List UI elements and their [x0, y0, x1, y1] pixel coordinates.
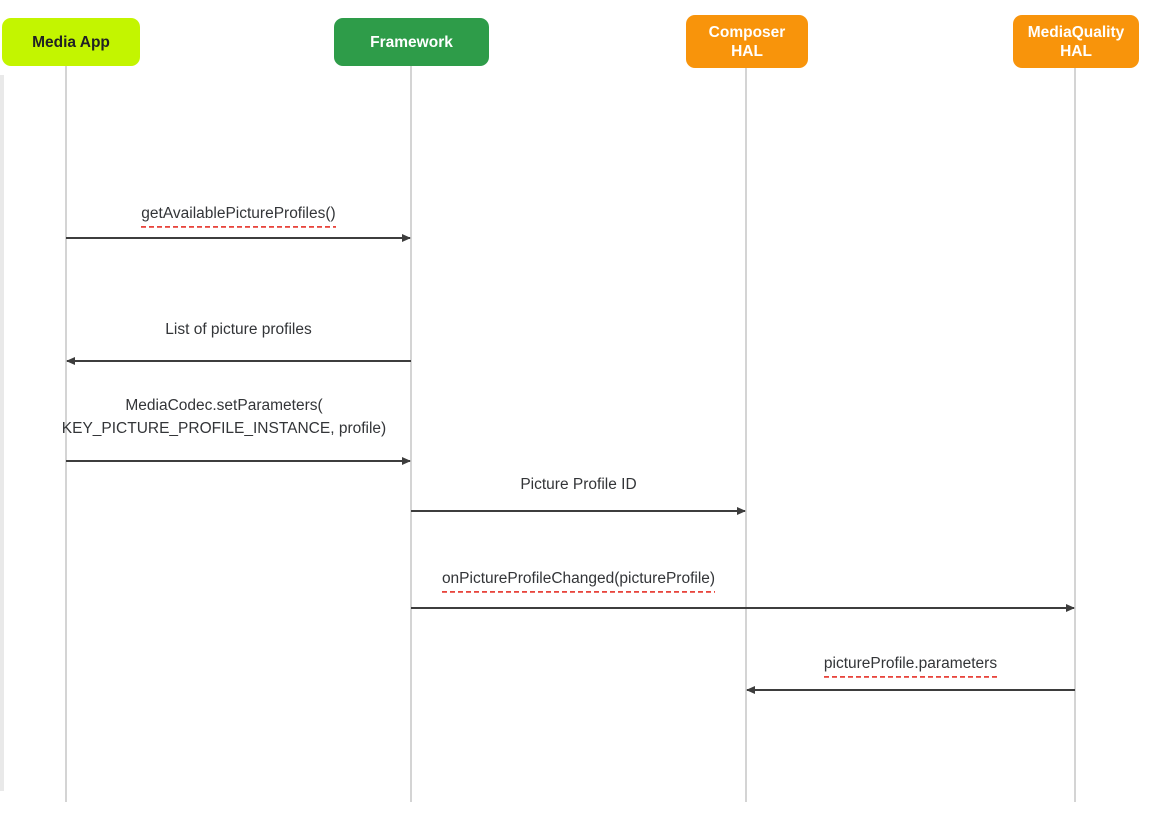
- message-get-available-picture-profiles-arrow: [66, 234, 411, 242]
- arrowhead: [402, 234, 411, 242]
- actor-mediaquality-hal[interactable]: MediaQuality HAL: [1013, 15, 1139, 68]
- message-label-text: getAvailablePictureProfiles(): [141, 202, 336, 228]
- message-list-of-picture-profiles-arrow: [66, 357, 411, 365]
- message-label-text: Picture Profile ID: [520, 476, 637, 493]
- message-picture-profile-parameters-label[interactable]: pictureProfile.parameters: [746, 652, 1075, 678]
- lifeline-mediaquality-hal: [1074, 66, 1076, 802]
- message-picture-profile-parameters-arrow: [746, 686, 1075, 694]
- arrowhead: [402, 457, 411, 465]
- page-edge: [0, 75, 4, 791]
- message-picture-profile-id-arrow: [411, 507, 746, 515]
- arrowhead: [746, 686, 755, 694]
- actor-label: Composer HAL: [708, 23, 786, 60]
- lifeline-framework: [410, 66, 412, 802]
- message-set-parameters-label[interactable]: MediaCodec.setParameters( KEY_PICTURE_PR…: [28, 394, 420, 440]
- message-on-picture-profile-changed-arrow: [411, 604, 1075, 612]
- actor-label: Media App: [32, 33, 110, 51]
- message-list-of-picture-profiles-label[interactable]: List of picture profiles: [66, 318, 411, 341]
- message-label-text: List of picture profiles: [165, 321, 312, 338]
- lifeline-composer-hal: [745, 66, 747, 802]
- actor-label: Framework: [370, 33, 453, 51]
- message-picture-profile-id-label[interactable]: Picture Profile ID: [411, 473, 746, 496]
- arrowhead: [66, 357, 75, 365]
- message-label-text: onPictureProfileChanged(pictureProfile): [441, 567, 716, 593]
- message-label-text: pictureProfile.parameters: [823, 652, 998, 678]
- actor-label: MediaQuality HAL: [1027, 23, 1125, 60]
- message-label-text-line2: KEY_PICTURE_PROFILE_INSTANCE, profile): [61, 420, 387, 437]
- actor-composer-hal[interactable]: Composer HAL: [686, 15, 808, 68]
- message-label-text-line1: MediaCodec.setParameters(: [125, 397, 323, 414]
- arrowhead: [1066, 604, 1075, 612]
- actor-media-app[interactable]: Media App: [2, 18, 140, 66]
- actor-framework[interactable]: Framework: [334, 18, 489, 66]
- lifeline-media-app: [65, 66, 67, 802]
- message-get-available-picture-profiles-label[interactable]: getAvailablePictureProfiles(): [66, 202, 411, 228]
- message-set-parameters-arrow: [66, 457, 411, 465]
- arrowhead: [737, 507, 746, 515]
- message-on-picture-profile-changed-label[interactable]: onPictureProfileChanged(pictureProfile): [411, 567, 746, 593]
